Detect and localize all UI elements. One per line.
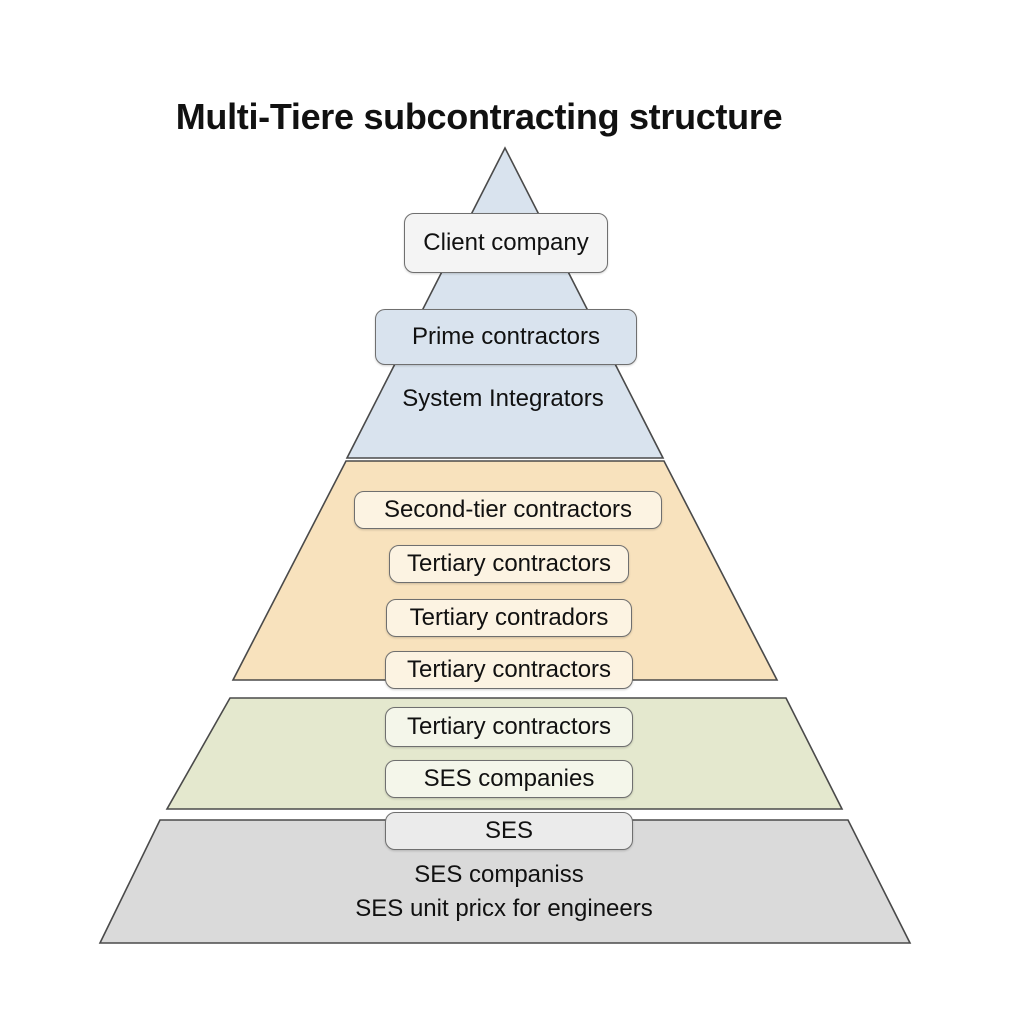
tier-3-trapezoid bbox=[165, 697, 844, 810]
tier-box-tertiary-contractors: Tertiary contractors bbox=[389, 545, 629, 583]
tier-box-tertiary-contractors: Tertiary contractors bbox=[385, 707, 633, 747]
tier-box-client-company: Client company bbox=[404, 213, 608, 273]
tier-box-label: Tertiary contractors bbox=[406, 656, 612, 683]
tier-1-triangle bbox=[345, 146, 665, 459]
tier-box-label: Client company bbox=[423, 229, 589, 256]
tier-box-tertiary-contradors: Tertiary contradors bbox=[386, 599, 632, 637]
tier-box-label: Tertiary contractors bbox=[406, 713, 612, 740]
tier-box-label: Second-tier contractors bbox=[383, 496, 633, 523]
tier-box-label: Tertiary contradors bbox=[409, 604, 609, 631]
tier-box-ses: SES bbox=[385, 812, 633, 850]
diagram-title: Multi-Tiere subcontracting structure bbox=[175, 96, 783, 137]
tier-box-label: SES companies bbox=[423, 765, 595, 792]
tier-box-ses-companies: SES companies bbox=[385, 760, 633, 798]
tier-label-ses-companiss: SES companiss bbox=[414, 861, 584, 888]
tier-box-second-tier-contractors: Second-tier contractors bbox=[354, 491, 662, 529]
tier-label-ses-unit-price: SES unit pricx for engineers bbox=[355, 895, 653, 922]
tier-label-system-integrators: System Integrators bbox=[402, 385, 604, 412]
tier-box-label: SES bbox=[484, 817, 534, 844]
tier-box-label: Tertiary contractors bbox=[406, 550, 612, 577]
tier-box-prime-contractors: Prime contractors bbox=[375, 309, 637, 365]
tier-box-label: Prime contractors bbox=[411, 323, 601, 350]
tier-box-tertiary-contractors: Tertiary contractors bbox=[385, 651, 633, 689]
